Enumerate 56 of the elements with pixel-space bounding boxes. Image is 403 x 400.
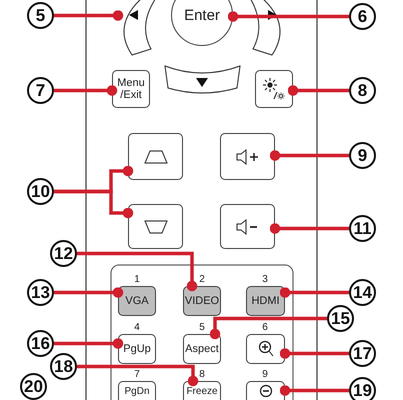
callout-number: 17 [349, 340, 376, 367]
callout-number: 8 [349, 77, 376, 104]
menu-exit-button: Menu /Exit [112, 70, 150, 108]
page-up-button: PgUp [118, 334, 156, 364]
button-number: 6 [261, 323, 269, 333]
button-number: 9 [261, 370, 269, 380]
callout-number: 12 [50, 240, 77, 267]
button-number: 8 [198, 370, 206, 380]
callout-number: 19 [349, 377, 376, 400]
volume-down-button [220, 204, 275, 249]
button-number: 3 [261, 275, 269, 285]
leader-line [77, 364, 198, 386]
leader-line [77, 252, 198, 292]
leader-line [280, 385, 349, 396]
brightness-button [255, 70, 293, 108]
callout-number: 11 [349, 215, 376, 242]
leader-line [54, 190, 134, 218]
button-number: 2 [198, 275, 206, 285]
enter-button: Enter [171, 0, 233, 46]
button-number: 1 [133, 275, 141, 285]
button-number: 5 [198, 323, 206, 333]
callout-number: 9 [349, 142, 376, 169]
vga-button: VGA [118, 286, 156, 316]
aspect-button: Aspect [183, 334, 221, 364]
keystone-down-button [128, 204, 183, 249]
callout-number: 7 [27, 77, 54, 104]
callout-number: 15 [327, 305, 354, 332]
page-down-button: PgDn [118, 381, 156, 400]
zoom-in-button [246, 334, 285, 364]
leader-line [54, 85, 118, 96]
callout-number: 18 [50, 353, 77, 380]
leader-line [210, 316, 327, 340]
leader-line [54, 287, 124, 298]
keystone-up-button [128, 133, 183, 180]
leader-line [54, 10, 124, 21]
callout-number: 14 [349, 279, 376, 306]
zoom-out-button [246, 381, 285, 400]
button-number: 4 [133, 323, 141, 333]
callout-number: 5 [27, 2, 54, 29]
freeze-button: Freeze [183, 381, 221, 400]
leader-line [280, 348, 349, 359]
callout-number: 16 [27, 330, 54, 357]
leader-line [54, 338, 124, 349]
leader-line [288, 85, 349, 96]
leader-line [228, 11, 349, 22]
callout-number: 13 [27, 279, 54, 306]
callout-number: 6 [349, 3, 376, 30]
hdmi-button: HDMI [246, 286, 285, 316]
leader-line [280, 287, 349, 298]
video-button: VIDEO [183, 286, 221, 316]
callout-number: 20 [20, 373, 47, 400]
leader-line [270, 223, 349, 234]
callout-number: 10 [27, 178, 54, 205]
button-number: 7 [133, 370, 141, 380]
volume-up-button [220, 133, 275, 180]
leader-line [270, 150, 349, 161]
